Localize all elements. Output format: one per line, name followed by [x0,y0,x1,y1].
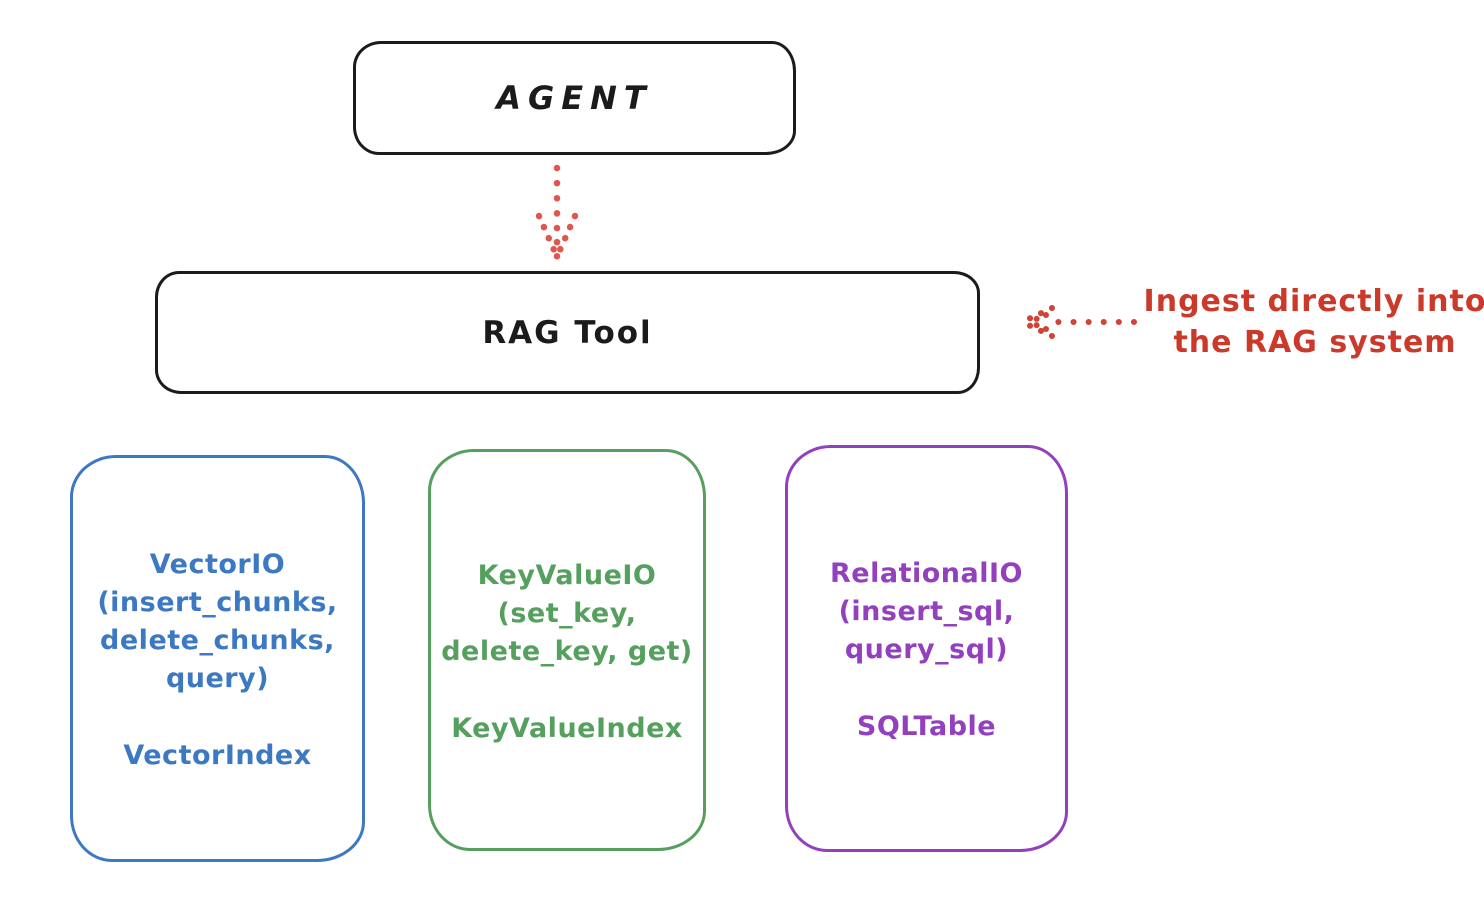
agent-node: AGENT [353,41,796,155]
rag-tool-label: RAG Tool [482,314,653,351]
agent-label: AGENT [496,79,653,117]
sql-table-label: SQLTable [856,711,997,742]
backend-keyvalue-io: KeyValueIO (set_key, delete_key, get) Ke… [428,449,706,851]
agent-to-ragtool-dotted-arrow-icon [535,164,579,261]
backend-relational-io: RelationalIO (insert_sql, query_sql) SQL… [785,445,1068,852]
keyvalue-io-label: KeyValueIO (set_key, delete_key, get) [441,559,693,667]
vector-index-label: VectorIndex [123,740,312,771]
rag-tool-node: RAG Tool [155,271,980,394]
ingest-dotted-arrow-icon [1019,305,1137,339]
keyvalue-index-label: KeyValueIndex [451,712,683,744]
backend-vector-io: VectorIO (insert_chunks, delete_chunks, … [70,455,365,862]
vector-io-label: VectorIO (insert_chunks, delete_chunks, … [97,549,338,694]
relational-io-label: RelationalIO (insert_sql, query_sql) [830,558,1023,665]
ingest-annotation: Ingest directly into the RAG system [1143,284,1484,360]
